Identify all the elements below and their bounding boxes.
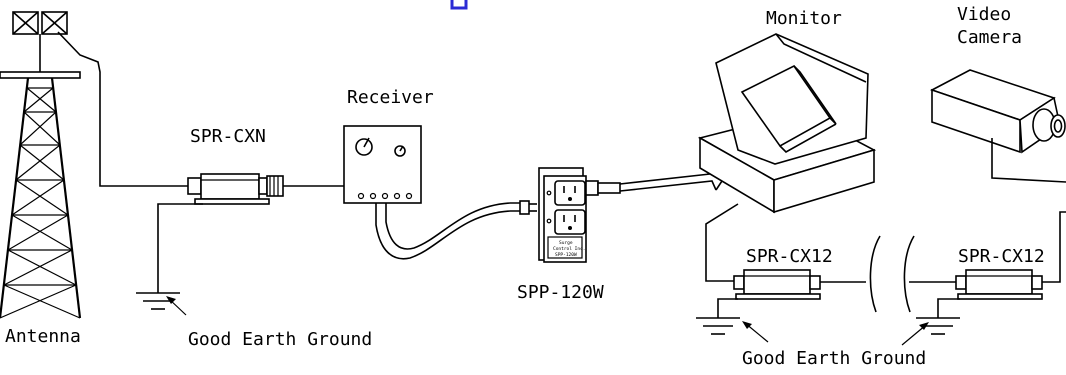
video-camera-icon <box>929 69 1066 154</box>
camera-label-line2: Camera <box>957 27 1022 48</box>
cx12-right-out-cable <box>1042 211 1066 283</box>
plug-left <box>519 200 530 215</box>
earth-ground-icon <box>136 292 180 310</box>
coax-protector-icon <box>187 173 284 205</box>
monitor-icon <box>697 33 877 214</box>
ground-wire-left <box>157 203 203 293</box>
spr-cx12-left-label: SPR-CX12 <box>746 246 833 267</box>
receiver-icon <box>343 125 422 204</box>
ground-wire-right-b <box>937 298 960 318</box>
receiver-power-cord-a <box>375 203 520 260</box>
antenna-label: Antenna <box>5 326 81 347</box>
blue-mark <box>450 0 468 10</box>
coax-protector-icon <box>955 269 1043 300</box>
ground-label-right: Good Earth Ground <box>742 348 926 369</box>
outlet-protector-icon: Surge Control Inc. SPP-120W <box>538 167 621 263</box>
spp-device-text-2: Control Inc. <box>553 246 586 252</box>
cable-break-icon <box>903 235 915 313</box>
earth-ground-icon <box>916 317 960 335</box>
monitor-label: Monitor <box>766 8 842 29</box>
ground-arrowhead-right-b <box>919 322 929 330</box>
receiver-label: Receiver <box>347 87 434 108</box>
ground-arrowhead-left <box>166 296 176 304</box>
camera-label-line1: Video <box>957 4 1011 25</box>
ground-arrowhead-right-a <box>742 321 752 329</box>
spr-cx12-right-label: SPR-CX12 <box>958 246 1045 267</box>
spp-device-text-3: SPP-120W <box>555 252 577 258</box>
monitor-video-cable <box>705 203 739 282</box>
antenna-tower-icon <box>0 11 82 319</box>
ground-arrow-right-b <box>901 324 927 346</box>
ground-label-left: Good Earth Ground <box>188 329 372 350</box>
earth-ground-icon <box>696 317 740 335</box>
coax-protector-icon <box>733 269 821 300</box>
monitor-power-cord-b <box>619 180 717 192</box>
spp-120w-label: SPP-120W <box>517 282 604 303</box>
cable-break-icon <box>869 235 881 313</box>
antenna-feed-cable <box>57 31 188 187</box>
spr-cxn-label: SPR-CXN <box>190 126 266 147</box>
spp-device-text-1: Surge <box>559 240 573 246</box>
receiver-power-cord-b <box>385 202 520 250</box>
camera-mount-cable <box>991 138 1066 183</box>
ground-wire-right-a <box>717 298 738 318</box>
